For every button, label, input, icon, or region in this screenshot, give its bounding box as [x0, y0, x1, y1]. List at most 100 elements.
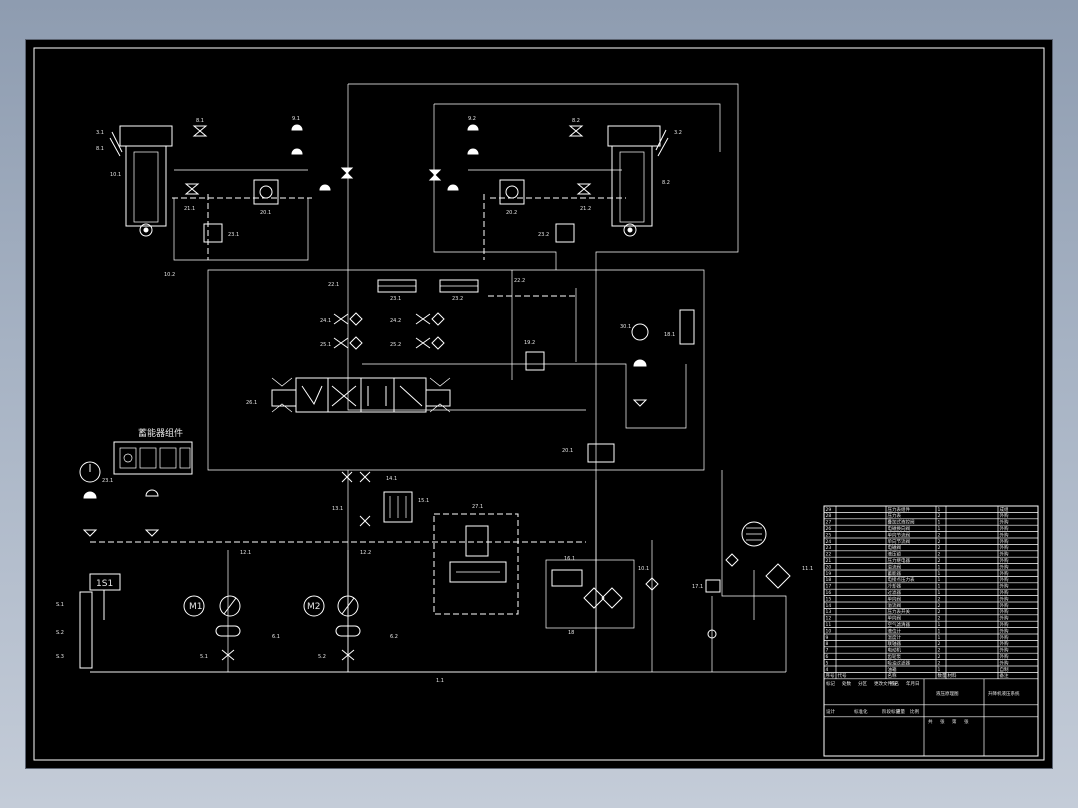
- parts-cell-0-3: 1: [938, 507, 941, 513]
- parts-cell-24-0: 5: [826, 660, 829, 666]
- parts-cell-11-5: 外购: [1000, 576, 1009, 583]
- parts-cell-14-2: 单向阀: [888, 595, 902, 602]
- label-valve-12: 12.1: [240, 550, 251, 556]
- parts-cell-23-5: 外购: [1000, 653, 1009, 660]
- right-cylinder: [607, 125, 669, 237]
- parts-cell-7-2: 液压锁: [888, 551, 902, 558]
- parts-cell-8-2: 压力继电器: [888, 557, 911, 564]
- level-gauge: [79, 573, 121, 669]
- label-valve-b1: 9.1: [292, 116, 300, 122]
- label-s-2: S.2: [56, 630, 64, 636]
- label-valve-22: 22.1: [328, 282, 339, 288]
- label-throttle-27: 25.2: [390, 342, 401, 348]
- parts-cell-15-0: 14: [826, 603, 832, 609]
- parts-cell-13-3: 1: [938, 590, 941, 596]
- parts-cell-9-0: 20: [826, 564, 832, 570]
- label-pump-box: 27.1: [472, 504, 483, 510]
- label-prop-231: 23.1: [390, 296, 401, 302]
- parts-cell-24-3: 2: [938, 660, 941, 666]
- parts-cell-8-0: 21: [826, 558, 832, 564]
- parts-cell-1-0: 28: [826, 513, 832, 519]
- parts-cell-10-2: 蓄能器: [888, 570, 902, 577]
- parts-cell-20-2: 温度计: [888, 634, 902, 641]
- parts-cell-9-2: 溢流阀: [888, 563, 902, 570]
- label-valve-a2: 8.2: [572, 118, 580, 124]
- pipework: [90, 83, 787, 673]
- design-5: 重量: [896, 708, 905, 715]
- parts-cell-4-2: 单向节流阀: [888, 531, 911, 538]
- label-throttle-26: 25.1: [320, 342, 331, 348]
- sig-1: 处数: [842, 680, 851, 687]
- parts-cell-14-3: 2: [938, 596, 941, 602]
- left-cylinder: [109, 125, 173, 237]
- label-valve-23: 22.2: [514, 278, 525, 284]
- label-mod-201: 20.1: [260, 210, 271, 216]
- design-4: 阶段标记: [882, 708, 900, 715]
- label-cyl-right-1: 3.2: [674, 130, 682, 136]
- control-lines: [90, 194, 626, 543]
- parts-cell-13-0: 16: [826, 590, 832, 596]
- parts-cell-16-3: 2: [938, 609, 941, 615]
- parts-cell-0-5: 成组: [1000, 506, 1009, 513]
- parts-cell-6-5: 外购: [1000, 544, 1009, 551]
- parts-cell-10-0: 19: [826, 571, 832, 577]
- label-press-gauge-1: 23.1: [102, 478, 113, 484]
- scale-1: 张: [940, 718, 945, 725]
- parts-cell-25-3: 1: [938, 667, 941, 673]
- parts-cell-21-2: 联轴器: [888, 640, 902, 647]
- parts-cell-9-3: 1: [938, 564, 941, 570]
- sig-3: 更改文件号: [874, 680, 897, 687]
- parts-header-3: 数量: [938, 672, 947, 679]
- parts-cell-13-5: 外购: [1000, 589, 1009, 596]
- hydraulic-locks: [203, 179, 575, 243]
- parts-cell-4-5: 外购: [1000, 531, 1009, 538]
- parts-cell-16-0: 13: [826, 609, 832, 615]
- parts-cell-5-0: 24: [826, 539, 832, 545]
- parts-cell-5-3: 2: [938, 539, 941, 545]
- parts-header-0: 序号: [826, 672, 835, 679]
- main-directional-valve: [271, 377, 451, 413]
- parts-cell-6-2: 电磁阀: [888, 544, 902, 551]
- parts-cell-20-5: 外购: [1000, 634, 1009, 641]
- inner-border: [33, 47, 1045, 761]
- parts-cell-10-3: 1: [938, 571, 941, 577]
- label-acc: 18.1: [664, 332, 675, 338]
- parts-cell-25-0: 4: [826, 667, 829, 673]
- parts-cell-25-2: 油箱: [888, 666, 897, 673]
- parts-cell-19-3: 1: [938, 628, 941, 634]
- parts-cell-7-0: 22: [826, 552, 832, 558]
- scale-0: 共: [928, 718, 933, 725]
- parts-cell-18-2: 空气滤清器: [888, 621, 911, 628]
- label-right-gauge: 11.1: [802, 566, 813, 572]
- drawing-title: 液压原理图: [936, 690, 959, 697]
- label-motor-1: 6.1: [272, 634, 280, 640]
- label-valve-122: 12.2: [360, 550, 371, 556]
- parts-cell-13-2: 过滤器: [888, 589, 902, 596]
- cooler-module: [545, 559, 635, 629]
- parts-cell-11-3: 1: [938, 577, 941, 583]
- parts-cell-12-2: 冷却器: [888, 583, 902, 590]
- label-pump-1: 5.1: [200, 654, 208, 660]
- parts-cell-17-3: 2: [938, 616, 941, 622]
- parts-cell-23-0: 6: [826, 654, 829, 660]
- label-elec-box: 18: [568, 630, 574, 636]
- sig-0: 标记: [826, 680, 835, 687]
- parts-cell-24-5: 外购: [1000, 659, 1009, 666]
- relief-valves: [341, 471, 413, 527]
- parts-cell-9-5: 外购: [1000, 563, 1009, 570]
- parts-cell-14-0: 15: [826, 596, 832, 602]
- sig-2: 分区: [858, 680, 867, 687]
- label-valve-a1: 8.1: [196, 118, 204, 124]
- parts-cell-22-0: 7: [826, 648, 829, 654]
- parts-cell-3-3: 1: [938, 526, 941, 532]
- parts-cell-7-5: 外购: [1000, 551, 1009, 558]
- parts-cell-5-5: 外购: [1000, 538, 1009, 545]
- parts-cell-5-2: 单向节流阀: [888, 538, 911, 545]
- parts-cell-4-3: 2: [938, 532, 941, 538]
- parts-cell-18-0: 11: [826, 622, 832, 628]
- parts-cell-21-0: 8: [826, 641, 829, 647]
- parts-cell-2-2: 叠加式液控阀: [888, 519, 915, 526]
- filter-module: [433, 513, 519, 615]
- label-throttle-25: 24.2: [390, 318, 401, 324]
- label-valve-15: 15.1: [418, 498, 429, 504]
